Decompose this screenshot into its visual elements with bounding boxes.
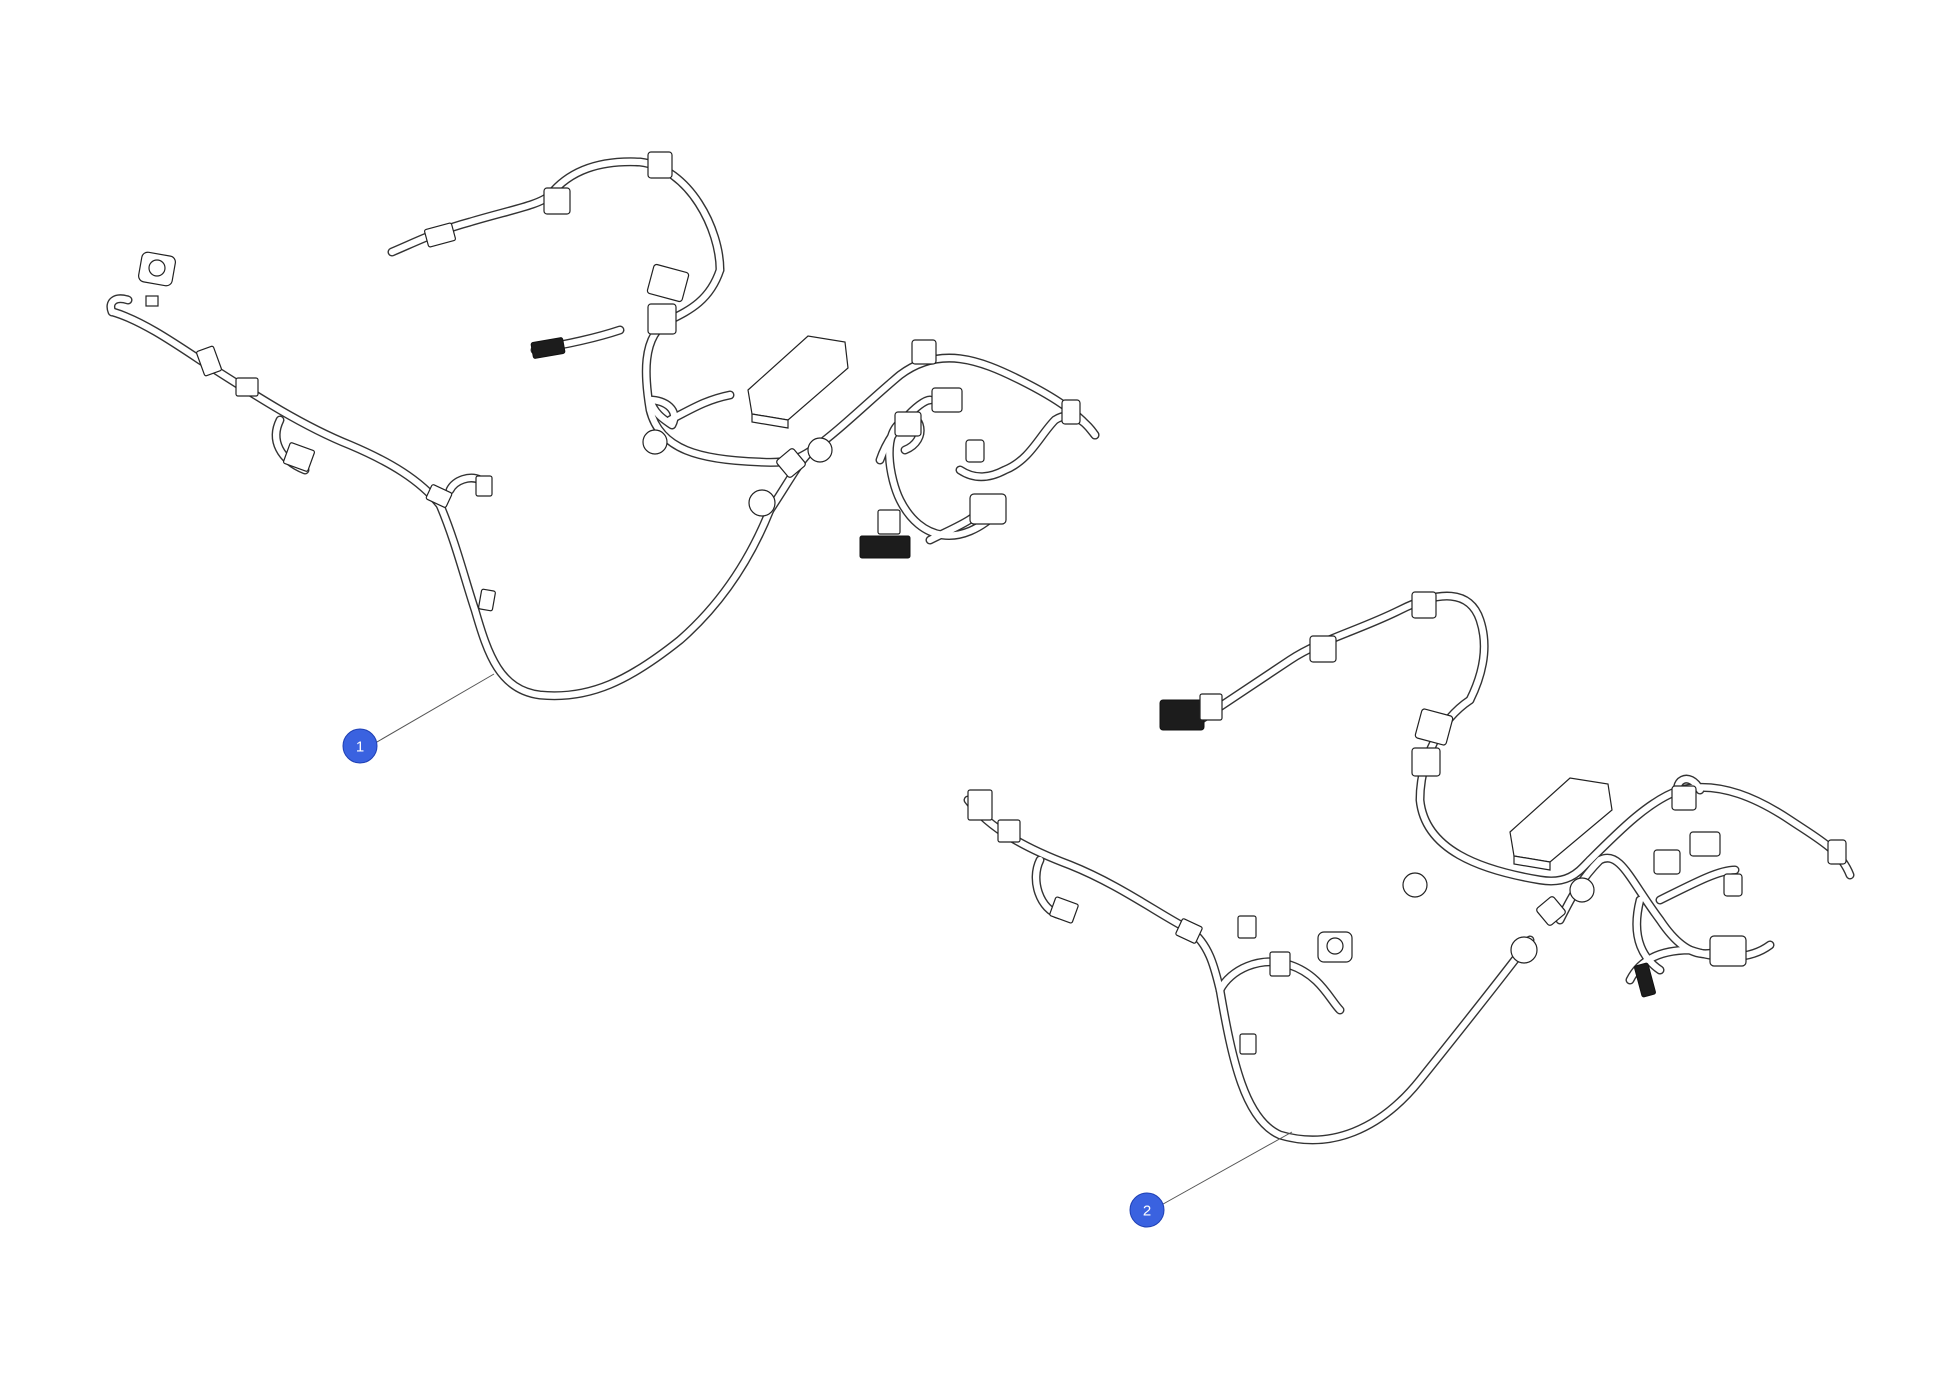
grommet-icon (1402, 785, 1847, 967)
callout-2[interactable]: 2 (1129, 1131, 1293, 1228)
leader-line (369, 673, 495, 747)
dark-connector-icon (530, 337, 911, 559)
callout-1[interactable]: 1 (342, 673, 495, 764)
wire-clip-icon (196, 345, 496, 612)
callout-badge (1129, 1192, 1165, 1228)
callout-label: 2 (1143, 1203, 1151, 1220)
top-connector-icon (423, 151, 690, 335)
dark-connector-icon (1159, 693, 1656, 998)
callout-badge (342, 728, 378, 764)
sensor-connector-icon (1317, 931, 1353, 963)
control-module-icon (747, 335, 849, 429)
wiring-harness-2 (963, 591, 1855, 1145)
top-connector-icon (1309, 591, 1454, 777)
sensor-connector-icon (138, 251, 176, 307)
control-module-icon (1509, 777, 1613, 871)
callout-label: 1 (356, 739, 364, 756)
leader-line (1155, 1131, 1293, 1209)
harness-1-wires (106, 157, 1100, 701)
harness-2-wires (963, 591, 1855, 1145)
wire-clip-icon (967, 789, 1291, 1055)
harness-2-components (967, 591, 1847, 1055)
wiring-harness-1 (106, 151, 1100, 701)
harness-1-components (138, 151, 1081, 612)
grommet-icon (642, 339, 1081, 525)
